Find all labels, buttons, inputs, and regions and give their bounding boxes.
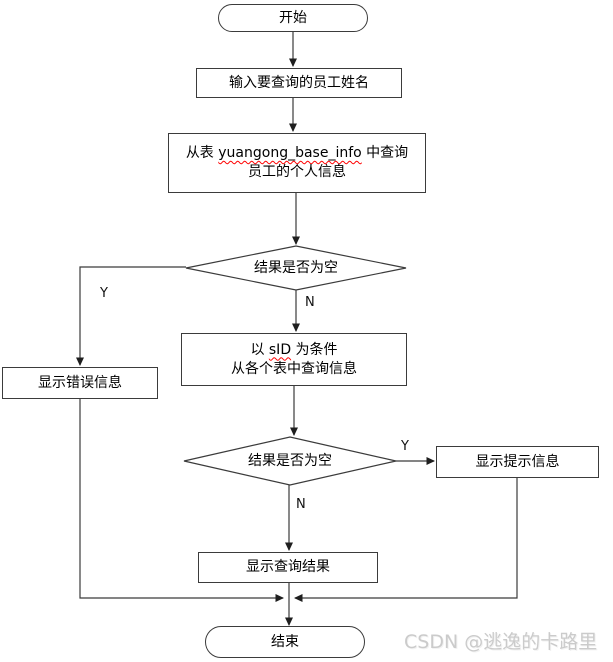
decision2-no-label: N	[296, 497, 306, 512]
edge-decision1-error	[76, 266, 186, 366]
show-prompt-label: 显示提示信息	[475, 453, 560, 470]
csdn-watermark: CSDN @逃逸的卡路里	[404, 631, 598, 653]
show-prompt-process: 显示提示信息	[436, 446, 599, 478]
query-base-line2: 员工的个人信息	[248, 164, 346, 180]
decision1-label: 结果是否为空	[254, 260, 338, 276]
show-result-process: 显示查询结果	[198, 552, 378, 583]
input-name-process: 输入要查询的员工姓名	[196, 68, 402, 98]
query-tables-line1-suffix: 为条件	[291, 341, 338, 358]
end-label: 结束	[271, 633, 299, 650]
start-label: 开始	[279, 9, 307, 26]
query-base-line1-suffix: 中查询	[361, 145, 409, 161]
decision2-yes-label: Y	[401, 439, 409, 454]
decision1-no-label: N	[305, 295, 315, 310]
show-error-label: 显示错误信息	[38, 374, 122, 391]
show-error-process: 显示错误信息	[2, 367, 158, 399]
query-tables-line1-prefix: 以	[250, 341, 269, 358]
edge-prompt-merge	[294, 478, 518, 602]
show-result-label: 显示查询结果	[246, 559, 330, 575]
decision1-diamond	[185, 245, 407, 291]
query-tables-line2: 从各个表中查询信息	[231, 360, 357, 377]
end-terminator: 结束	[205, 626, 365, 658]
edge-error-merge	[79, 399, 284, 602]
query-tables-key-name: sID	[268, 341, 292, 358]
input-name-label: 输入要查询的员工姓名	[229, 74, 369, 91]
query-base-line1: 从表 yuangong_base_info 中查询	[186, 144, 408, 163]
query-tables-line1: 以 sID 为条件	[250, 341, 337, 360]
decision2-diamond	[183, 436, 397, 486]
query-tables-process: 以 sID 为条件 从各个表中查询信息	[181, 333, 407, 386]
query-base-table-name: yuangong_base_info	[218, 145, 362, 161]
query-base-line1-prefix: 从表	[185, 145, 219, 161]
query-base-process: 从表 yuangong_base_info 中查询 员工的个人信息	[168, 133, 426, 193]
decision2-label: 结果是否为空	[248, 453, 332, 469]
decision1-yes-label: Y	[100, 286, 108, 301]
start-terminator: 开始	[218, 4, 368, 32]
